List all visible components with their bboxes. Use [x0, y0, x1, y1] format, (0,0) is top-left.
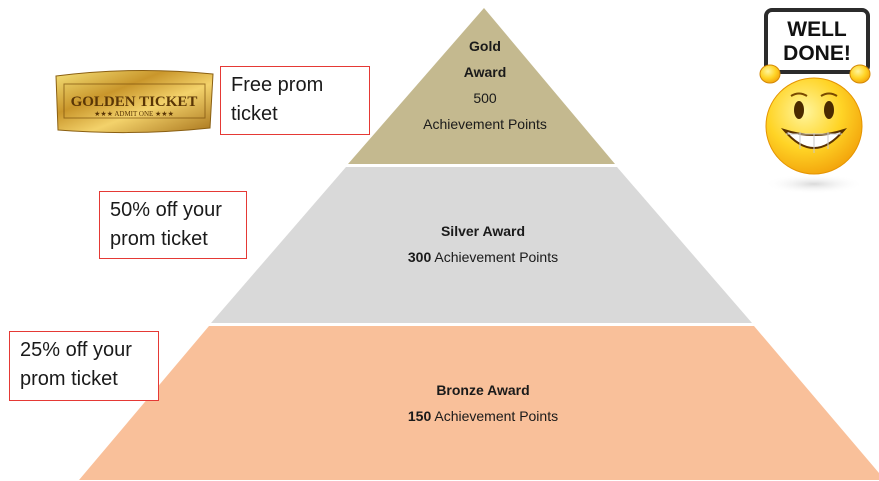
- bronze-award-title: Bronze Award: [436, 382, 530, 398]
- gold-award-title-line2: Award: [463, 64, 507, 80]
- golden-ticket-title: GOLDEN TICKET: [71, 94, 198, 110]
- silver-reward-box: 50% off your prom ticket: [99, 191, 247, 259]
- silver-award-title: Silver Award: [440, 223, 526, 239]
- silver-tier: [211, 167, 752, 323]
- well-done-line2: DONE!: [783, 42, 851, 65]
- gold-tier: [348, 8, 615, 164]
- bronze-tier-text: Bronze Award 150 Achievement Points: [300, 377, 666, 429]
- silver-tier-text: Silver Award 300 Achievement Points: [300, 218, 666, 270]
- well-done-line1: WELL: [787, 18, 847, 41]
- gold-award-title-line1: Gold: [469, 38, 501, 54]
- bronze-points-value: 150: [407, 408, 432, 424]
- silver-points-label: Achievement Points: [431, 249, 559, 265]
- silver-reward-line2: prom ticket: [110, 228, 208, 250]
- bronze-reward-box: 25% off your prom ticket: [9, 331, 159, 401]
- well-done-smiley-image: WELL DONE!: [759, 8, 871, 194]
- gold-points-label: Achievement Points: [423, 116, 547, 132]
- gold-reward-box: Free prom ticket: [220, 66, 370, 135]
- bronze-tier: [79, 326, 879, 480]
- golden-ticket-subtitle: ★★★ ADMIT ONE ★★★: [94, 110, 174, 118]
- gold-tier-text: Gold Award 500 Achievement Points: [380, 33, 590, 137]
- gold-reward-line1: Free prom: [231, 74, 324, 96]
- golden-ticket-image: GOLDEN TICKET ★★★ ADMIT ONE ★★★: [55, 69, 214, 134]
- gold-reward-line2: ticket: [231, 103, 278, 125]
- bronze-reward-line2: prom ticket: [20, 368, 118, 390]
- silver-reward-line1: 50% off your: [110, 199, 222, 221]
- gold-points-value: 500: [473, 90, 497, 106]
- bronze-reward-line1: 25% off your: [20, 339, 132, 361]
- silver-points-value: 300: [407, 249, 432, 265]
- bronze-points-label: Achievement Points: [431, 408, 559, 424]
